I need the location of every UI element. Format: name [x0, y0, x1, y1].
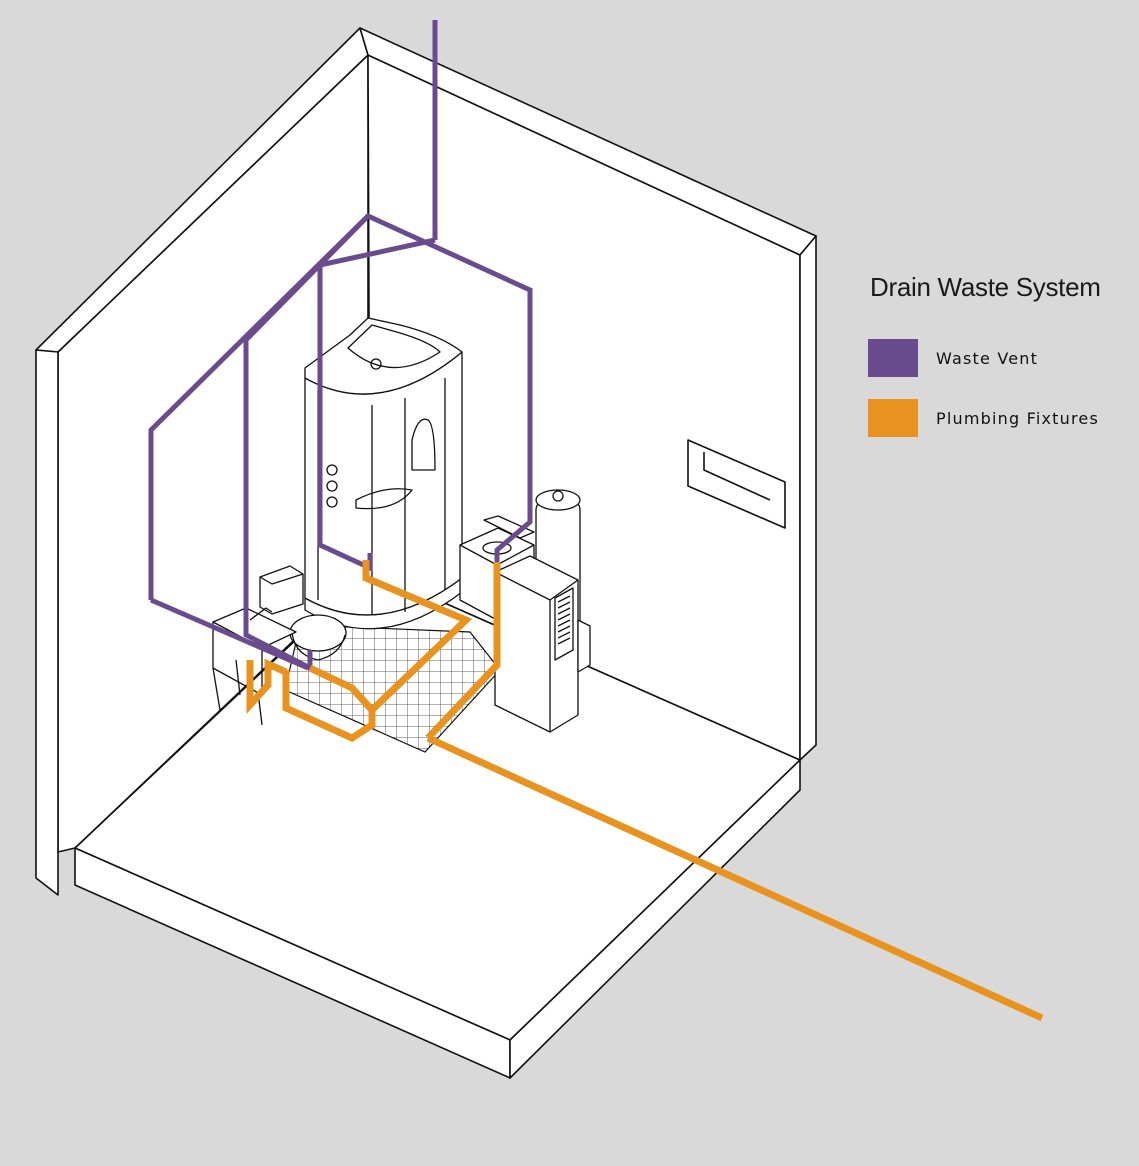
legend-label-plumbing-fixtures: Plumbing Fixtures	[936, 408, 1099, 428]
furnace-cabinet	[494, 555, 591, 733]
legend-swatch-waste-vent	[868, 339, 918, 377]
vent-branch-center	[317, 265, 373, 572]
main-drain	[426, 734, 1044, 1022]
drain-utility-sink	[246, 658, 288, 715]
waste-vent-pipes	[148, 20, 533, 673]
shower-knob-icon	[326, 464, 338, 476]
legend: Drain Waste System Waste Vent Plumbing F…	[868, 272, 1128, 459]
vent-loop-main	[148, 213, 533, 600]
vent-branch-left	[150, 597, 309, 671]
legend-item-plumbing-fixtures: Plumbing Fixtures	[868, 399, 1128, 437]
legend-item-waste-vent: Waste Vent	[868, 339, 1128, 377]
shower-knob-icon	[326, 496, 338, 508]
vent-branch-shower	[244, 214, 370, 342]
legend-swatch-plumbing-fixtures	[868, 399, 918, 437]
floor-slab-side	[509, 759, 801, 1079]
toilet	[259, 565, 347, 661]
drain-toilet	[308, 664, 375, 713]
drain-vanity	[425, 562, 501, 741]
room-shell	[35, 27, 817, 1079]
utility-sink	[212, 607, 297, 726]
drain-shower	[282, 560, 473, 742]
shower-enclosure	[304, 317, 463, 630]
shower-knob-icon	[326, 480, 338, 492]
back-wall-edge	[799, 235, 817, 761]
plumbing-drain-pipes	[246, 560, 1044, 1022]
left-wall-edge	[35, 349, 59, 896]
window-niche-inner	[703, 452, 771, 501]
vent-branch-toilet	[243, 340, 313, 673]
fixtures	[212, 317, 591, 733]
legend-label-waste-vent: Waste Vent	[936, 348, 1039, 368]
shower-canopy	[304, 317, 463, 395]
legend-title: Drain Waste System	[870, 272, 1101, 302]
vent-link	[319, 237, 436, 268]
